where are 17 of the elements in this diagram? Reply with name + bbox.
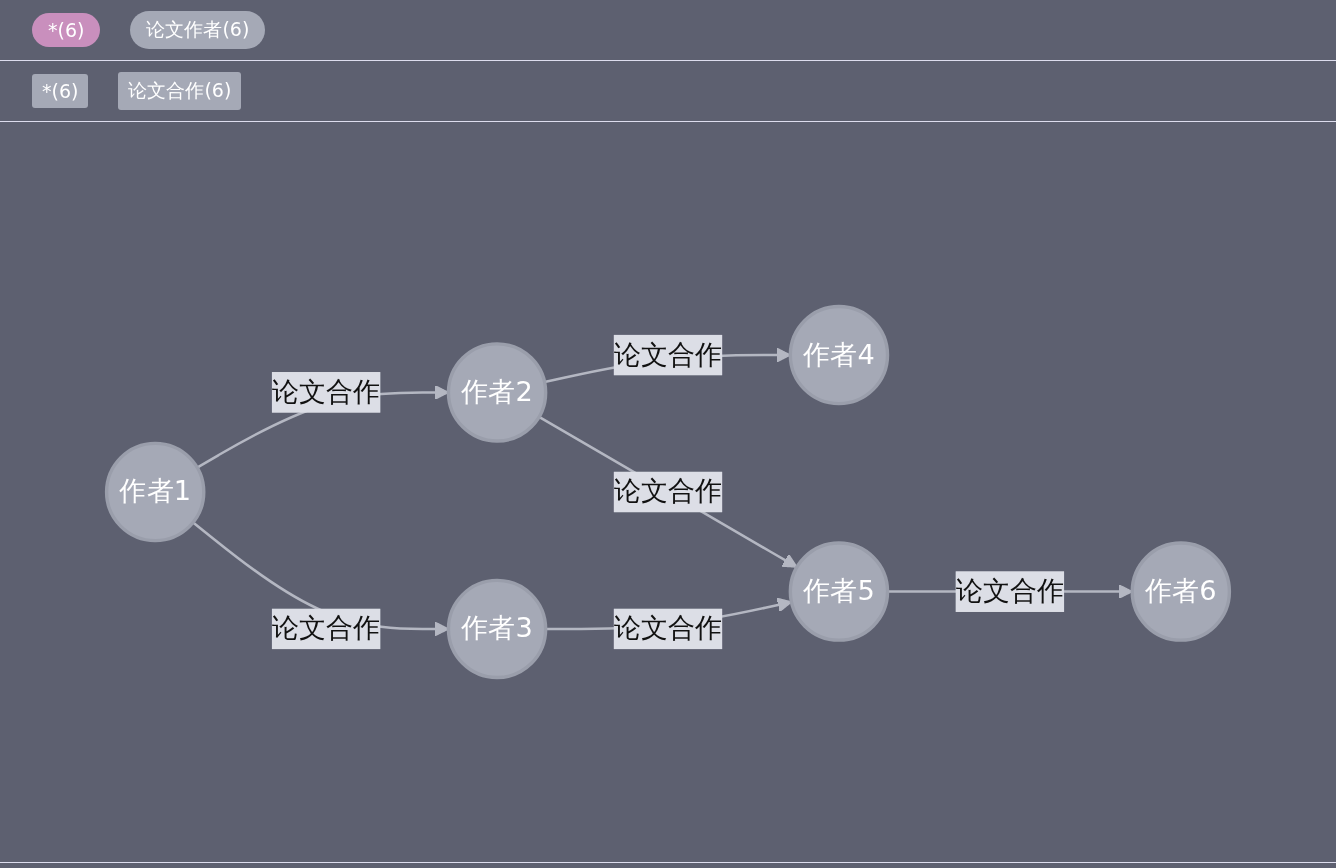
edge-label: 论文合作 [613, 338, 723, 371]
node-circle: 作者4 [788, 304, 890, 406]
edge-label: 论文合作 [271, 375, 381, 408]
node-circle: 作者3 [446, 578, 548, 680]
edge-label: 论文合作 [613, 611, 723, 645]
node-label-chip: *(6) [32, 13, 101, 47]
edge-label: 论文合作 [955, 574, 1065, 607]
edge-label: 论文合作 [271, 611, 381, 645]
node-label-chip: 论文作者(6) [130, 11, 266, 49]
relationship-type-chip: 论文合作(6) [118, 72, 242, 110]
node-circle: 作者2 [446, 342, 548, 443]
relationship-type-chip: *(6) [32, 74, 89, 108]
arrow [538, 415, 798, 568]
node-circle: 作者1 [104, 441, 206, 543]
node-circle: 作者5 [788, 541, 890, 642]
node-circle: 作者6 [1130, 541, 1232, 642]
edge-label: 论文合作 [613, 475, 723, 508]
